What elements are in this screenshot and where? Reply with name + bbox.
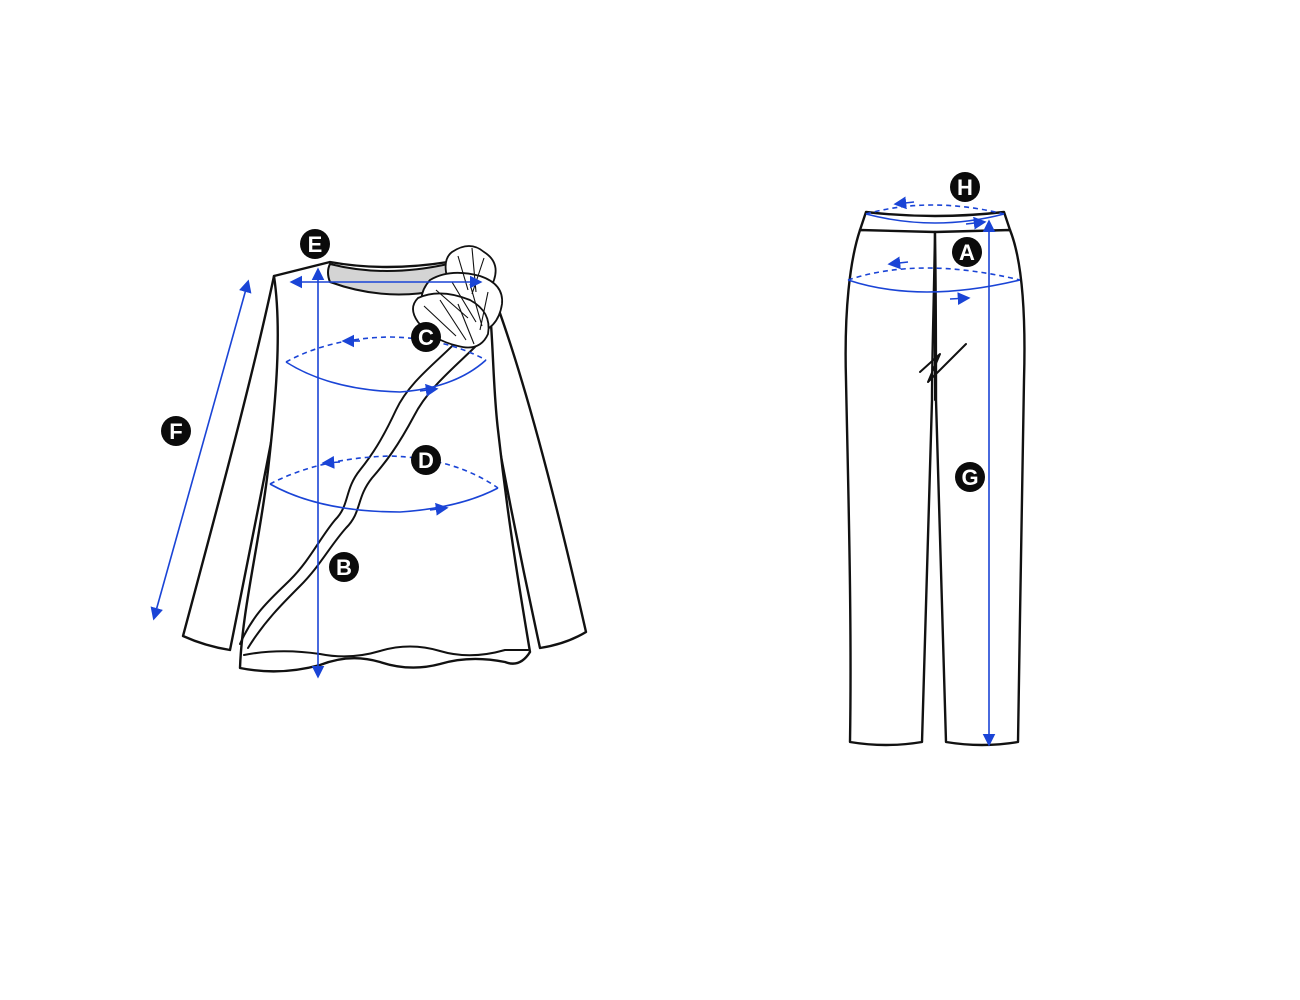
top-ruffle-strip-edge	[247, 343, 479, 649]
badge-f: F	[161, 416, 191, 446]
svg-text:B: B	[336, 555, 352, 580]
measure-line-a-front	[847, 279, 1021, 293]
svg-text:D: D	[418, 448, 434, 473]
badge-d: D	[411, 445, 441, 475]
badge-c: C	[411, 322, 441, 352]
measure-line-h-back	[865, 204, 1005, 215]
measure-line-a-back	[847, 267, 1021, 281]
top-garment: E C D B F	[150, 229, 588, 679]
measure-line-c-front	[285, 359, 487, 393]
svg-text:E: E	[308, 232, 323, 257]
badge-e: E	[300, 229, 330, 259]
badge-g: G	[955, 462, 985, 492]
badge-h: H	[950, 172, 980, 202]
svg-text:G: G	[961, 465, 978, 490]
svg-text:C: C	[418, 325, 434, 350]
top-hem-band	[243, 645, 529, 658]
svg-text:A: A	[959, 240, 975, 265]
pants-garment: H A G	[844, 172, 1026, 747]
measure-line-d-front	[269, 483, 499, 513]
badge-b: B	[329, 552, 359, 582]
pants-fly-detail	[919, 343, 967, 383]
measure-line-h-front	[865, 213, 1005, 224]
measure-line-c-back	[285, 336, 487, 363]
svg-text:H: H	[957, 175, 973, 200]
badge-a: A	[952, 237, 982, 267]
pants-left-leg	[844, 228, 937, 747]
svg-text:F: F	[169, 419, 182, 444]
measure-line-f	[150, 279, 252, 621]
